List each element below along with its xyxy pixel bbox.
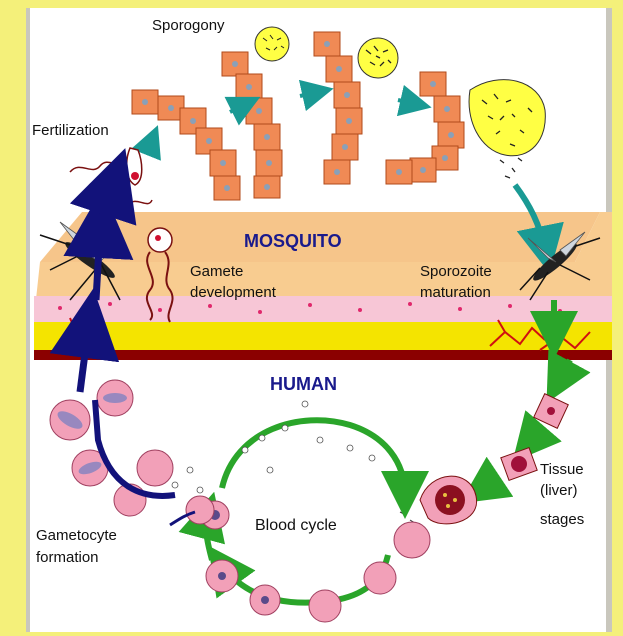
label-development: development: [190, 284, 277, 301]
label-formation: formation: [36, 549, 99, 566]
label-human: HUMAN: [270, 374, 337, 394]
label-sporogony: Sporogony: [152, 17, 225, 34]
label-sporozoite: Sporozoite: [420, 263, 492, 280]
label-gametocyte: Gametocyte: [36, 527, 117, 544]
label-gamete: Gamete: [190, 263, 243, 280]
gut-wall-segment-3: [314, 32, 398, 184]
label-tissue: Tissue: [540, 461, 584, 478]
label-stages: stages: [540, 511, 584, 528]
label-liver: (liver): [540, 482, 578, 499]
label-mosquito: MOSQUITO: [244, 231, 342, 251]
gametocyte-cells: [50, 380, 214, 525]
label-blood-cycle: Blood cycle: [255, 517, 337, 534]
label-maturation: maturation: [420, 284, 491, 301]
label-fertilization: Fertilization: [32, 122, 109, 139]
gut-wall-segment-4: [386, 72, 545, 184]
